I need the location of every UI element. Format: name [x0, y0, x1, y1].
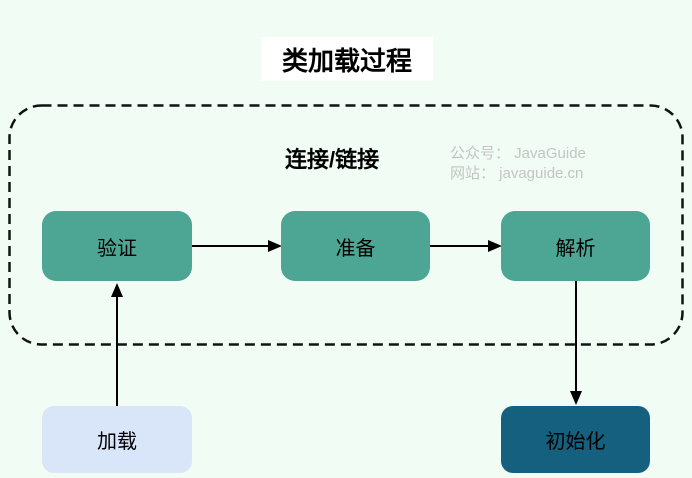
page-title-text: 类加载过程: [281, 45, 412, 76]
watermark-line1: 公众号： JavaGuide: [450, 145, 586, 162]
linking-group-label: 连接/链接: [285, 147, 380, 172]
arrow-verify-to-prepare: [192, 240, 282, 252]
node-initialize: 初始化: [501, 406, 650, 473]
node-resolve: 解析: [501, 211, 650, 281]
arrow-prepare-to-resolve: [430, 240, 502, 252]
arrow-resolve-to-initialize: [570, 281, 582, 405]
node-verify-label: 验证: [97, 237, 137, 260]
page-title: 类加载过程: [261, 37, 433, 81]
node-load: 加载: [42, 406, 192, 473]
watermark: 公众号： JavaGuide 网站： javaguide.cn: [450, 144, 586, 184]
arrow-load-to-verify: [111, 283, 123, 406]
node-verify: 验证: [42, 211, 192, 281]
watermark-line2: 网站： javaguide.cn: [450, 165, 584, 182]
node-prepare-label: 准备: [335, 237, 376, 260]
node-prepare: 准备: [281, 211, 430, 281]
node-initialize-label: 初始化: [545, 431, 606, 453]
node-load-label: 加载: [97, 431, 137, 453]
node-resolve-label: 解析: [555, 237, 596, 260]
